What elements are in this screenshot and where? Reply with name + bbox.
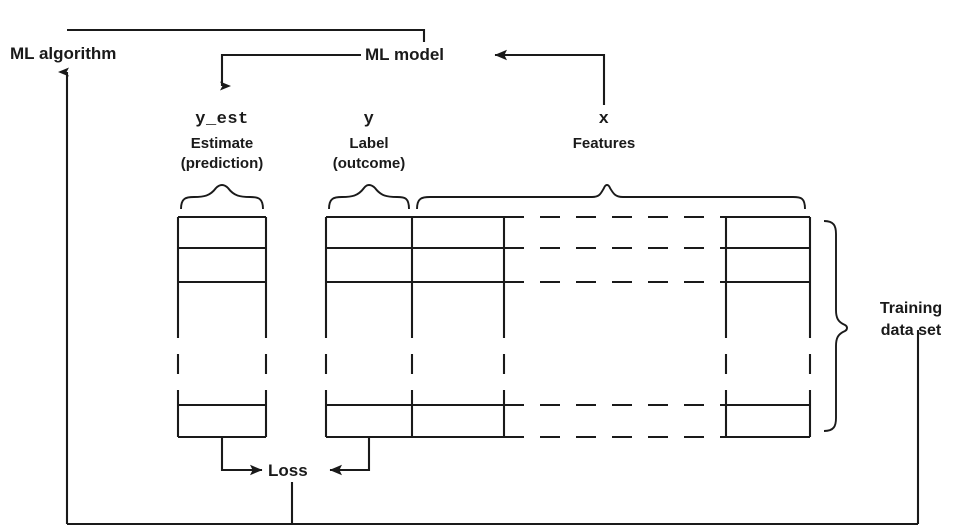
estimate-column-block [176, 215, 268, 439]
node-training-data-set-line1: Training [879, 300, 943, 317]
arrow-algorithm-to-model [67, 28, 426, 42]
node-ml-model[interactable]: ML model [365, 45, 445, 64]
column-name-label-line2: (outcome) [332, 155, 406, 172]
column-name-estimate-line2: (prediction) [180, 155, 264, 172]
brace-training-data-set [823, 220, 848, 432]
node-ml-algorithm[interactable]: ML algorithm [10, 44, 117, 63]
bottom-feedback-bus [67, 330, 920, 526]
brace-label [328, 184, 410, 210]
column-symbol-x: x [598, 110, 610, 129]
column-name-label-line1: Label [349, 135, 389, 152]
arrow-label-to-loss [329, 437, 371, 476]
arrow-features-to-model [494, 49, 606, 105]
brace-features [416, 184, 806, 210]
column-symbol-y: y [363, 110, 375, 129]
data-table-block [324, 215, 812, 439]
column-name-estimate-line1: Estimate [190, 135, 254, 152]
arrow-estimate-to-loss [220, 437, 263, 476]
node-training-data-set-line2: data set [880, 322, 942, 339]
column-name-features: Features [572, 135, 636, 152]
brace-estimate [180, 184, 264, 210]
node-loss[interactable]: Loss [268, 461, 308, 480]
column-symbol-y-est: y_est [195, 110, 249, 129]
arrow-model-to-estimate [220, 53, 361, 91]
